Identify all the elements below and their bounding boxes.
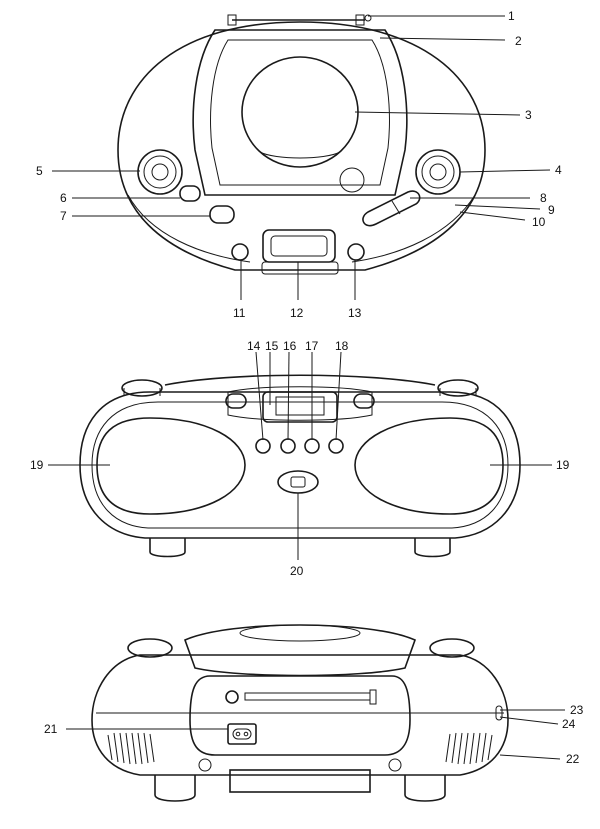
- callout-5: 5: [36, 164, 43, 178]
- callout-2: 2: [515, 34, 522, 48]
- cd-window-base: [259, 151, 341, 159]
- left-speaker: [96, 417, 246, 515]
- rocker-buttons[interactable]: [362, 190, 421, 227]
- top-body-outline: [117, 21, 486, 271]
- callout-22: 22: [566, 752, 580, 766]
- rear-body-outline: [91, 654, 509, 776]
- callout-20: 20: [290, 564, 304, 578]
- front-body-inner: [91, 401, 509, 529]
- front-right-foot: [414, 538, 451, 558]
- rear-back-panel: [189, 675, 411, 756]
- side-jacks: [495, 705, 503, 721]
- callout-19-left: 19: [30, 458, 44, 472]
- button-6[interactable]: [179, 185, 201, 202]
- callout-15: 15: [265, 339, 279, 353]
- right-knob-icon[interactable]: [415, 149, 461, 195]
- antenna-jack-icon: [225, 690, 239, 704]
- cd-lid-inner: [210, 39, 390, 186]
- cd-window: [241, 56, 359, 168]
- callout-23: 23: [570, 703, 584, 717]
- callout-24: 24: [562, 717, 576, 731]
- rear-bottom-slot: [229, 769, 371, 793]
- callout-16: 16: [283, 339, 297, 353]
- stop-button[interactable]: [225, 393, 247, 409]
- callout-12: 12: [290, 306, 304, 320]
- callout-14: 14: [247, 339, 261, 353]
- front-left-knob-icon: [121, 379, 163, 397]
- front-display: [262, 391, 338, 423]
- rear-left-foot: [154, 775, 196, 802]
- callout-21: 21: [44, 722, 58, 736]
- button-17-icon[interactable]: [304, 438, 320, 454]
- button-16-icon[interactable]: [280, 438, 296, 454]
- front-left-foot: [149, 538, 186, 558]
- front-top-band: [164, 374, 436, 386]
- callout-13: 13: [348, 306, 362, 320]
- right-speaker: [354, 417, 504, 515]
- button-18-icon[interactable]: [328, 438, 344, 454]
- top-view: 1 2 3 4 5 6 7 8 9 10 11 12 13: [36, 9, 562, 320]
- callout-6: 6: [60, 191, 67, 205]
- front-body-outline: [79, 391, 521, 539]
- callout-17: 17: [305, 339, 319, 353]
- callout-3: 3: [525, 108, 532, 122]
- callout-10: 10: [532, 215, 546, 229]
- antenna-icon: [227, 14, 372, 26]
- display-window: [262, 229, 336, 263]
- callout-19-right: 19: [556, 458, 570, 472]
- button-7[interactable]: [209, 205, 235, 224]
- rear-lid: [183, 624, 417, 677]
- center-button-20[interactable]: [277, 470, 319, 494]
- front-view: 14 15 16 17 18 19 19 20: [30, 339, 570, 578]
- rear-view: 21 22 23 24: [44, 624, 584, 802]
- bottom-strip: [261, 261, 339, 275]
- front-control-panel: [227, 386, 373, 421]
- callout-1: 1: [508, 9, 515, 23]
- rear-left-knob-icon: [127, 638, 173, 658]
- button-13-icon[interactable]: [347, 243, 365, 261]
- rear-right-knob-icon: [429, 638, 475, 658]
- callout-8: 8: [540, 191, 547, 205]
- callout-11: 11: [233, 306, 246, 320]
- left-grille: [107, 732, 155, 765]
- top-body-lower-band: [127, 194, 476, 263]
- right-grille: [445, 732, 493, 765]
- rear-right-foot: [404, 775, 446, 802]
- callout-4: 4: [555, 163, 562, 177]
- ac-socket: [227, 723, 257, 745]
- callout-18: 18: [335, 339, 349, 353]
- front-right-knob-icon: [437, 379, 479, 397]
- cd-lid-lock: [339, 167, 365, 193]
- play-pause-button[interactable]: [353, 393, 375, 409]
- callout-9: 9: [548, 203, 555, 217]
- button-11-icon[interactable]: [231, 243, 249, 261]
- callout-7: 7: [60, 209, 67, 223]
- antenna-rod: [244, 692, 371, 701]
- cd-lid: [192, 29, 408, 196]
- left-knob-icon[interactable]: [137, 149, 183, 195]
- button-14-icon[interactable]: [255, 438, 271, 454]
